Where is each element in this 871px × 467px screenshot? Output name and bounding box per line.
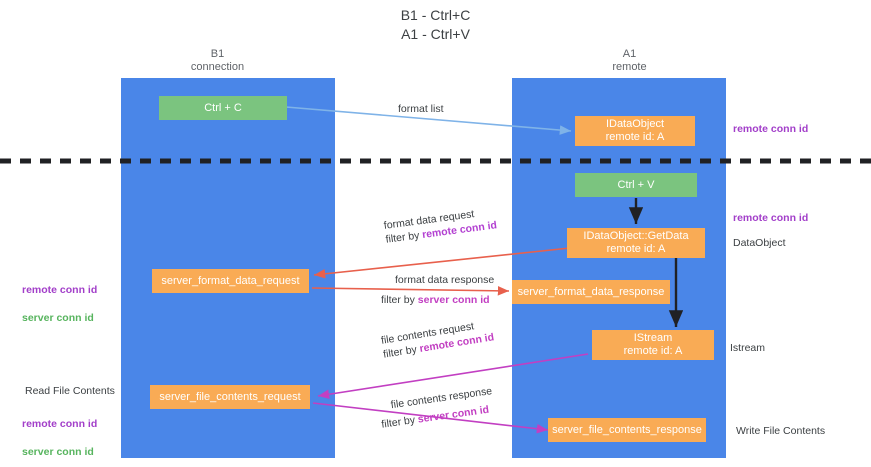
edge-label-file-contents-response: file contents response filter by server … [378, 384, 495, 432]
side-label-conn-ids-mid: remote conn id server conn id [22, 269, 97, 339]
node-ctrl-c[interactable]: Ctrl + C [159, 96, 287, 120]
side-label-remote-conn-id: remote conn id [22, 418, 98, 430]
node-server-file-contents-response[interactable]: server_file_contents_response [548, 418, 706, 442]
side-label-remote-conn-id: remote conn id [22, 284, 98, 296]
node-server-format-data-request[interactable]: server_format_data_request [152, 269, 309, 293]
node-server-file-contents-request[interactable]: server_file_contents_request [150, 385, 310, 409]
filter-prefix: filter by [384, 229, 423, 246]
edge-label-format-data-response-title: format data response [395, 274, 495, 286]
filter-prefix: filter by [381, 294, 418, 306]
column-header-a1: A1 remote [612, 48, 647, 73]
edge-label-file-contents-request: file contents request filter by remote c… [380, 316, 495, 361]
node-server-format-data-response[interactable]: server_format_data_response [512, 280, 670, 304]
node-ctrl-v[interactable]: Ctrl + V [575, 173, 697, 197]
filter-prefix: filter by [380, 413, 419, 431]
side-label-server-conn-id: server conn id [22, 446, 94, 458]
edge-label-format-data-response-filter: filter by server conn id [381, 293, 494, 307]
column-header-b1: B1 connection [190, 48, 245, 73]
edge-label-format-list: format list [398, 103, 444, 115]
edge-label-format-data-response: format data response filter by server co… [381, 273, 494, 307]
node-idataobject-getdata[interactable]: IDataObject::GetData remote id: A [567, 228, 705, 258]
side-label-istream: Istream [730, 342, 766, 354]
side-label-read-file-contents: Read File Contents [25, 385, 115, 397]
side-label-dataobject: DataObject [733, 237, 786, 249]
page-title: B1 - Ctrl+C A1 - Ctrl+V [400, 7, 471, 42]
side-label-server-conn-id: server conn id [22, 312, 94, 324]
node-istream[interactable]: IStream remote id: A [592, 330, 714, 360]
side-label-remote-conn-id-top: remote conn id [733, 123, 809, 135]
side-label-write-file-contents: Write File Contents [736, 425, 826, 437]
filter-value: server conn id [417, 294, 490, 306]
node-idataobject[interactable]: IDataObject remote id: A [575, 116, 695, 146]
edge-label-format-data-request: format data request filter by remote con… [383, 204, 498, 246]
side-label-conn-ids-bottom: remote conn id server conn id [22, 403, 97, 467]
side-label-remote-conn-id-mid: remote conn id [733, 212, 809, 224]
